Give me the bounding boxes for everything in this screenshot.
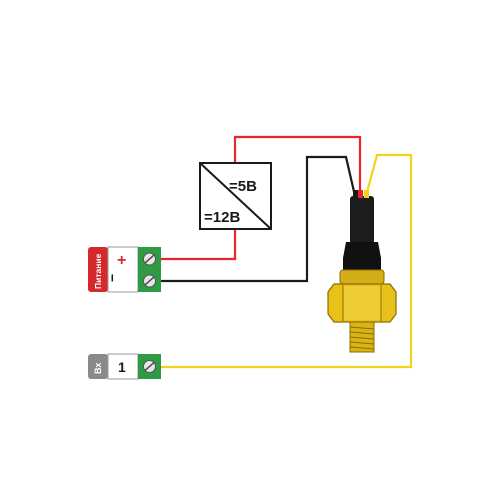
sensor-cable <box>350 196 374 244</box>
black-wire-ground <box>160 155 357 283</box>
screw-terminal-icon <box>143 274 156 288</box>
sensor-collar <box>339 269 385 285</box>
minus-symbol: − <box>104 274 120 282</box>
wires <box>160 135 413 369</box>
input-channel-number: 1 <box>118 359 126 375</box>
red-wire-converter-to-sensor <box>233 135 362 196</box>
voltage-converter: =5В =12В <box>199 162 272 230</box>
converter-output-label: =5В <box>229 178 257 195</box>
screw-terminal-icon <box>143 360 156 373</box>
power-terminal-block: Питание + − <box>88 246 161 293</box>
input-label-tab <box>88 354 108 379</box>
plus-symbol: + <box>117 252 126 269</box>
power-label: Питание <box>93 253 103 289</box>
yellow-wire-signal <box>160 153 413 369</box>
input-label: Вх <box>93 363 103 374</box>
screw-terminal-icon <box>143 252 156 266</box>
converter-input-label: =12В <box>204 209 240 226</box>
input-terminal-block: Вх 1 <box>88 353 161 380</box>
red-wire-power-to-converter <box>160 229 237 261</box>
pressure-sensor-icon <box>327 190 397 353</box>
power-polarity-panel <box>107 246 139 293</box>
power-label-tab <box>88 247 108 292</box>
sensor-boot <box>343 242 381 272</box>
